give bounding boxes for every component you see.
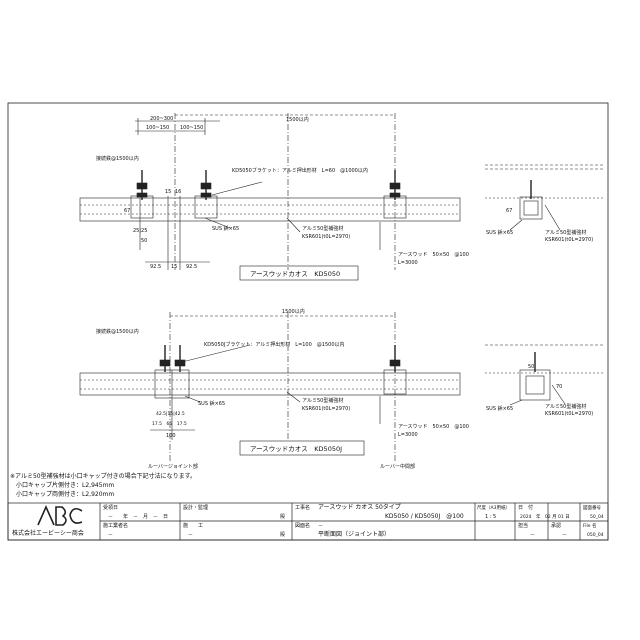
side-lower-d70: 70 — [556, 384, 562, 390]
side-upper-screw: SUS 鋲×65 — [486, 229, 513, 236]
side-upper-alum-2: KSR601(t0L=2970) — [545, 237, 593, 243]
side-lower-d50: 50 — [528, 364, 534, 370]
constructor-stamp: 殿 — [280, 532, 285, 538]
scale-value: 1 : 5 — [485, 514, 496, 520]
lower-title-box — [239, 440, 365, 456]
lower-alum-label-2: KSR601(t0L=2970) — [302, 406, 350, 412]
lower-louver-mid: ルーバー中間部 — [380, 463, 415, 470]
upper-top-dim-a: 200~300 — [150, 116, 173, 122]
builder-value: － — [108, 532, 113, 538]
scale-label: 尺度（A3用紙） — [477, 504, 510, 511]
side-upper-alum-1: アルミ50型補強材 — [545, 229, 586, 236]
upper-top-span: 1500以内 — [286, 116, 309, 123]
upper-plan — [79, 113, 461, 270]
lower-anchor-label: 接続鉄@1500以内 — [96, 328, 139, 335]
upper-screw-label: SUS 鋲×65 — [212, 225, 239, 232]
upper-wood-label-1: アースウッド 50×50 @100 — [398, 251, 469, 258]
date-label: 日 付 — [518, 504, 533, 511]
upper-top-dim-b2: 100~150 — [180, 125, 203, 131]
upper-mid-15: 15 — [171, 264, 177, 270]
check-value: － — [562, 532, 567, 538]
constructor-value: － — [188, 532, 193, 538]
constructor-label: 施 工 — [183, 522, 203, 529]
drawing-value: － — [318, 523, 323, 529]
side-lower-alum-1: アルミ50型補強材 — [545, 403, 586, 410]
upper-d2525: 25|25 — [133, 228, 147, 234]
builder-label: 施工業者名 — [103, 522, 128, 529]
note-line-3: 小口キャップ両側付き：L2,920mm — [10, 490, 114, 498]
side-upper-d67: 67 — [506, 208, 512, 214]
lower-span: 1500以内 — [282, 308, 305, 315]
date-value: 2024 年 02 月 01 日 — [520, 513, 570, 520]
lower-wood-label-2: L=3000 — [398, 432, 418, 438]
lower-screw-label: SUS 鋲×65 — [198, 400, 225, 407]
upper-gap-16: 16 — [175, 189, 181, 195]
upper-gap-15: 15 — [165, 189, 171, 195]
lower-d100: 100 — [166, 433, 176, 439]
upper-top-dim-b1: 100~150 — [146, 125, 169, 131]
received-date-value: － 年 － 月 － 日 — [108, 513, 168, 520]
upper-anchor-label: 接続鉄@1500以内 — [96, 155, 139, 162]
upper-right-offset: 92.5 — [186, 264, 197, 270]
lower-louver-joint: ルーバージョイント部 — [148, 463, 198, 470]
file-value: 050_04 — [587, 532, 604, 538]
lower-dims-small: 42.5|15|42.5 — [156, 411, 185, 417]
lower-dims-bottom: 17.5 65 17.5 — [152, 421, 187, 427]
lower-plan — [79, 312, 461, 462]
upper-wood-label-2: L=3000 — [398, 260, 418, 266]
file-label: File 名 — [583, 522, 596, 529]
upper-title: アースウッドカオス KD5050 — [250, 270, 340, 278]
lower-title: アースウッドカオス KD5050J — [250, 445, 342, 453]
upper-d67: 67 — [124, 208, 130, 214]
company-logo — [37, 505, 83, 526]
upper-left-offset: 92.5 — [150, 264, 161, 270]
drawing-title: 平断面図（ジョイント部） — [318, 530, 390, 538]
project-value-1: アースウッド カオス 50タイプ — [318, 503, 401, 511]
upper-bracket-label: KD5050ブラケット：アルミ押出形材 L=60 @1000以内 — [232, 167, 368, 174]
company-name: 株式会社エービーシー商会 — [12, 529, 84, 537]
note-line-2: 小口キャップ片側付き：L2,945mm — [10, 481, 114, 489]
title-block — [7, 502, 609, 541]
note-line-1: ※アルミ50型補強材は小口キャップ付きの場合下記寸法になります。 — [10, 472, 196, 480]
design-label: 設計・監理 — [183, 504, 208, 511]
side-section-lower — [485, 344, 605, 406]
upper-alum-label-2: KSR601(t0L=2970) — [302, 234, 350, 240]
lower-alum-label-1: アルミ50型補強材 — [302, 397, 343, 404]
design-stamp: 殿 — [280, 514, 285, 520]
drawing-label: 図面名 — [295, 522, 310, 529]
lower-bracket-label: KD5050Jブラケット：アルミ押出形材 L=100 @1500以内 — [204, 341, 345, 348]
upper-alum-label-1: アルミ50型補強材 — [302, 225, 343, 232]
number-label: 図面番号 — [583, 504, 601, 511]
received-date-label: 受領日 — [103, 504, 118, 511]
project-label: 工事名 — [295, 504, 310, 511]
project-value-2: KD5050 / KD5050J @100 — [385, 513, 464, 520]
lower-wood-label-1: アースウッド 50×50 @100 — [398, 423, 469, 430]
upper-title-box — [239, 265, 359, 281]
upper-d50: 50 — [141, 238, 147, 244]
side-section-upper — [485, 164, 605, 231]
design-by-value: － — [530, 532, 535, 538]
design-by-label: 担当 — [518, 522, 528, 529]
number-value: 50_04 — [590, 514, 604, 520]
side-lower-screw: SUS 鋲×65 — [486, 405, 513, 412]
check-label: 承認 — [551, 522, 561, 529]
side-lower-alum-2: KSR601(t0L=2970) — [545, 411, 593, 417]
